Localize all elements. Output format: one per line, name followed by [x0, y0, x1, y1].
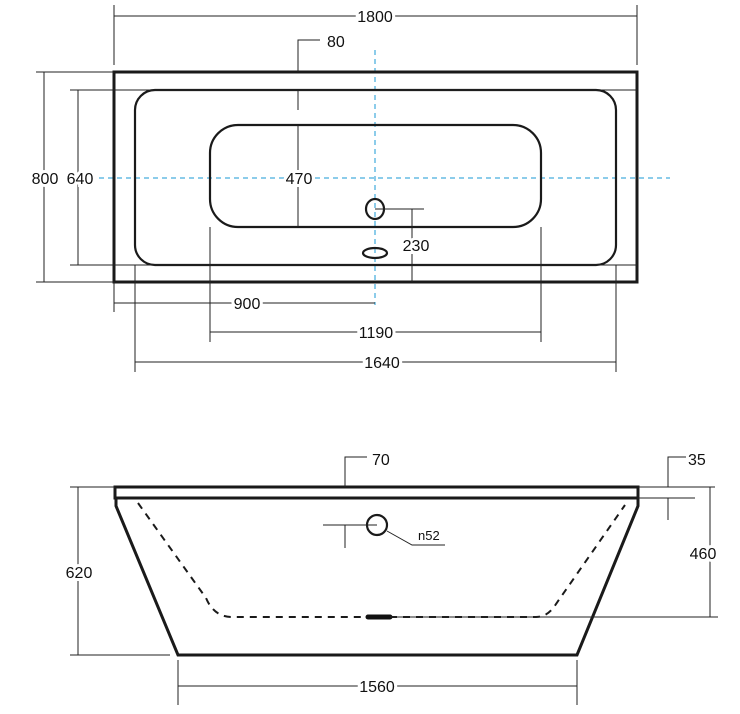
- rim-profile: [113, 485, 640, 500]
- label-overall-width: 800: [32, 171, 59, 188]
- label-drain-offset: 230: [403, 238, 430, 255]
- label-overall-length: 1800: [357, 9, 393, 26]
- label-overall-height: 620: [66, 565, 93, 582]
- label-rim-step: 35: [688, 452, 706, 469]
- label-inner-width: 640: [67, 171, 94, 188]
- label-center-offset: 900: [234, 296, 261, 313]
- drain-icon: [361, 246, 389, 260]
- side-view: n52 70 35 620 460 1560: [63, 452, 719, 705]
- inner-basin-hidden-line-left: [137, 502, 368, 618]
- label-floor-length: 1190: [359, 325, 394, 342]
- label-overflow-diameter: n52: [418, 528, 440, 543]
- outer-rim-outline: [112, 70, 639, 284]
- label-rim-thickness: 70: [372, 452, 390, 469]
- label-rim-width: 80: [327, 34, 345, 51]
- inner-basin-hidden-line-right: [390, 504, 626, 618]
- floor-outline: [208, 123, 543, 229]
- label-base-length: 1560: [359, 679, 395, 696]
- top-view: 1800 80 800 640 470 230 900 1190: [29, 5, 670, 375]
- tub-body-profile: [114, 498, 640, 657]
- label-floor-width: 470: [286, 171, 313, 188]
- label-inner-length: 1640: [364, 355, 400, 372]
- label-inner-depth: 460: [690, 546, 717, 563]
